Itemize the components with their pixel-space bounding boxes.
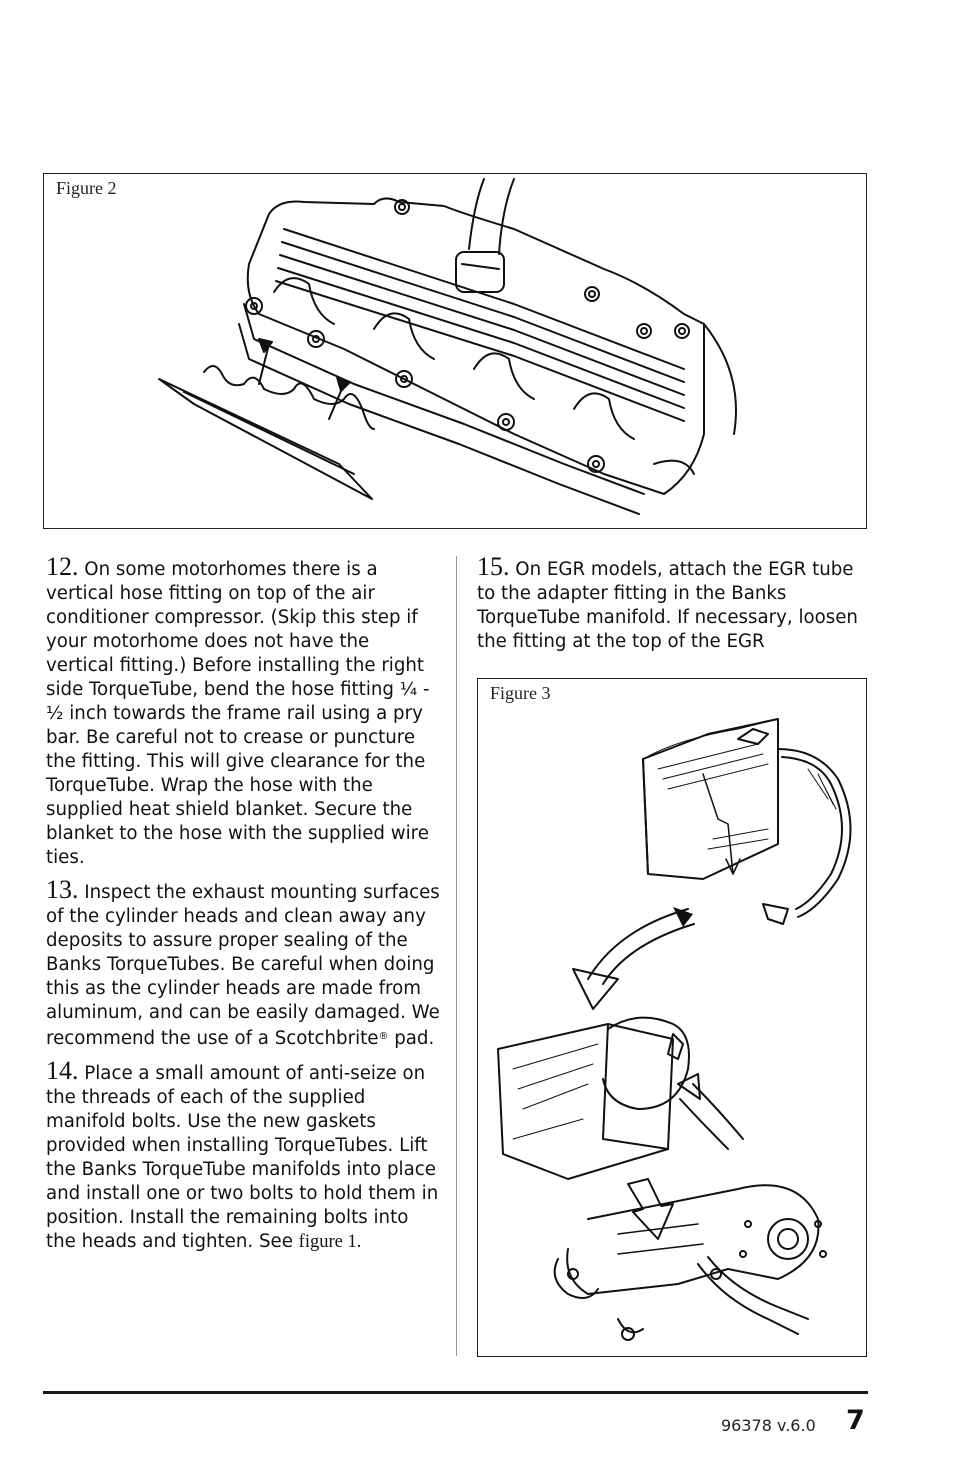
step-15: 15. On EGR models, attach the EGR tube t…	[477, 552, 873, 654]
step-15-text-a: On EGR models, attach the EGR tube to th…	[477, 559, 858, 652]
footer-rule	[43, 1391, 868, 1394]
step-12-text-a: On some motorhomes there is a vertical h…	[46, 559, 425, 700]
right-text-column: 15. On EGR models, attach the EGR tube t…	[477, 552, 873, 662]
document-version: 96378 v.6.0	[721, 1416, 816, 1435]
step-13-text-a: Inspect the exhaust mounting surfaces of…	[46, 882, 440, 1049]
figure-2-label: Figure 2	[56, 178, 117, 198]
column-divider	[456, 556, 457, 1356]
step-13: 13. Inspect the exhaust mounting surface…	[46, 875, 442, 1051]
cylinder-head-illustration	[158, 178, 737, 515]
step-13-number: 13.	[46, 875, 79, 904]
left-text-column: 12. On some motorhomes there is a vertic…	[46, 552, 442, 1262]
step-15-number: 15.	[477, 552, 510, 581]
step-12-text-b: inch towards the frame rail using a pry …	[46, 703, 429, 868]
step-14-text-a: Place a small amount of anti-seize on th…	[46, 1063, 439, 1252]
step-13-text-b: pad.	[388, 1028, 435, 1049]
fraction-quarter: ¼	[399, 679, 418, 700]
step-14: 14. Place a small amount of anti-seize o…	[46, 1056, 442, 1254]
step-12-number: 12.	[46, 552, 79, 581]
page-number: 7	[846, 1405, 865, 1436]
figure-1-reference: figure 1.	[298, 1232, 362, 1252]
figure-3-label: Figure 3	[490, 683, 551, 703]
figure-2: Figure 2	[43, 173, 867, 529]
step-14-number: 14.	[46, 1056, 79, 1085]
fraction-half: ½	[46, 703, 64, 724]
registered-mark: ®	[378, 1031, 389, 1042]
egr-adapter-illustration	[497, 718, 852, 1341]
fraction-dash: -	[417, 679, 430, 700]
step-12: 12. On some motorhomes there is a vertic…	[46, 552, 442, 870]
figure-3: Figure 3	[477, 678, 867, 1357]
